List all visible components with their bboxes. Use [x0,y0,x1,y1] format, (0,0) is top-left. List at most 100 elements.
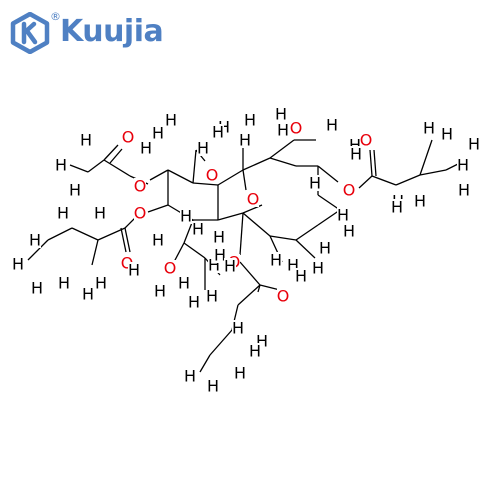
hydrogen-atom-label: H [277,121,289,140]
bond-line [209,329,233,356]
bond-line [217,212,244,221]
registered-mark: ® [50,10,61,23]
hydrogen-atom-label: H [29,231,41,250]
svg-text:H: H [207,377,219,396]
bond-line [147,204,169,213]
svg-text:O: O [290,119,303,138]
svg-text:H: H [244,111,256,130]
hydrogen-atom-label: H [58,274,70,293]
svg-text:H: H [343,222,355,241]
bond-line [419,169,447,176]
bond-line [192,149,197,184]
svg-text:H: H [232,319,244,338]
bond-line [295,224,319,241]
bond-line [259,284,281,291]
hydrogen-atom-label: H [239,131,251,150]
hydrogen-atom-label: H [69,181,81,200]
hydrogen-atom-label: H [152,231,164,250]
hydrogen-atom-label: H [80,131,92,150]
hydrogen-atom-label: H [55,156,67,175]
svg-text:H: H [312,259,324,278]
svg-text:H: H [206,287,218,306]
hydrogen-atom-label: H [165,111,177,130]
hydrogen-atom-label: H [423,119,435,138]
bond-line [317,165,339,183]
hydrogen-atom-label: H [213,228,225,247]
svg-text:H: H [152,124,164,143]
bond-line [239,212,244,256]
bond-line [91,239,99,266]
oxygen-atom-label: O [277,287,290,306]
bond-line [87,159,105,173]
kuujia-hexagon-icon [10,12,50,54]
oxygen-atom-label: O [134,177,147,196]
svg-text:H: H [270,251,282,270]
hydrogen-atom-label: H [337,206,349,225]
hydrogen-atom-label: H [441,125,453,144]
bond-line [149,169,169,181]
svg-text:H: H [180,207,192,226]
bond-line [27,239,49,261]
svg-text:H: H [337,206,349,225]
svg-text:O: O [134,204,147,223]
bond-line [217,169,244,186]
bond-line [199,354,211,373]
bond-line [167,169,194,184]
hydrogen-atom-label: H [295,267,307,286]
bond-line [317,194,341,211]
svg-text:H: H [249,342,261,361]
hydrogen-atom-label: H [326,116,338,135]
hydrogen-atom-label: H [152,124,164,143]
brand-name: Kuujia [60,14,164,49]
hydrogen-atom-label: H [319,239,331,258]
hydrogen-atom-label: H [232,319,244,338]
hydrogen-atom-label: H [82,285,94,304]
svg-text:H: H [319,239,331,258]
svg-text:H: H [57,204,69,223]
oxygen-atom-label: O [206,166,219,185]
hydrogen-atom-label: H [224,257,236,276]
bond-line [237,284,261,306]
bond-line [124,227,131,253]
svg-text:H: H [58,274,70,293]
hydrogen-atom-label: H [391,198,403,217]
svg-text:H: H [184,367,196,386]
hydrogen-atom-label: H [184,367,196,386]
svg-text:H: H [192,220,204,239]
bond-line [242,157,271,171]
svg-text:H: H [239,131,251,150]
svg-text:O: O [134,177,147,196]
svg-text:H: H [165,111,177,130]
bond-line [269,157,297,167]
svg-text:H: H [197,139,209,158]
hydrogen-atom-label: H [343,222,355,241]
svg-text:H: H [55,156,67,175]
bond-line [183,242,206,259]
hydrogen-atom-label: H [95,274,107,293]
hydrogen-atom-label: H [249,342,261,361]
svg-text:H: H [295,267,307,286]
svg-text:H: H [423,119,435,138]
svg-text:O: O [343,181,356,200]
bond-line [242,212,271,237]
svg-text:O: O [360,131,373,150]
oxygen-atom-label: O [360,131,373,150]
bond-line [173,242,185,263]
bond-line [295,239,316,259]
svg-text:H: H [275,105,287,124]
oxygen-atom-label: O [290,119,303,138]
svg-text:H: H [441,125,453,144]
hydrogen-atom-label: H [178,274,190,293]
hydrogen-atom-label: H [244,111,256,130]
svg-text:H: H [214,246,226,265]
svg-text:H: H [213,228,225,247]
kuujia-logo: ® Kuujia [10,10,164,56]
svg-text:H: H [140,139,152,158]
svg-text:H: H [31,279,43,298]
svg-text:H: H [309,174,321,193]
hydrogen-atom-label: H [270,251,282,270]
bond-line [103,159,131,177]
bond-line [242,169,247,191]
bond-line [69,164,89,173]
